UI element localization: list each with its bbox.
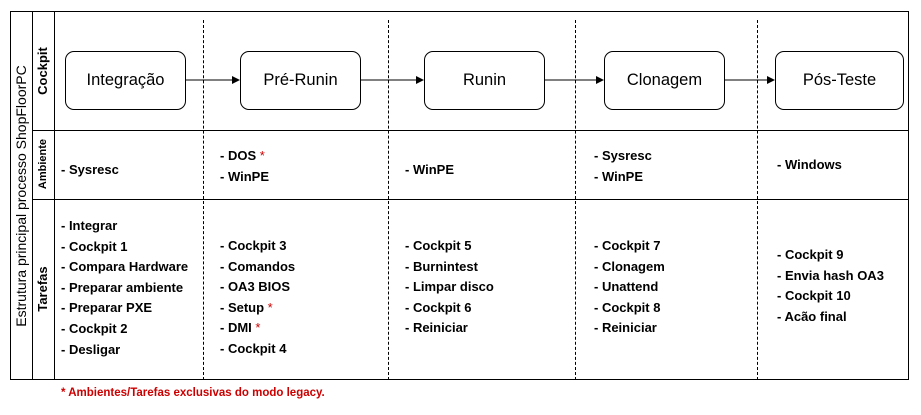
tarefa-item: - Acão final: [777, 308, 847, 324]
tarefa-item: - OA3 BIOS: [220, 279, 291, 295]
tarefa-item: - Preparar ambiente: [61, 279, 184, 295]
ambiente-list-clonagem: - Sysresc - WinPE: [594, 146, 652, 187]
tarefa-item: - Cockpit 4: [220, 340, 287, 356]
legacy-marker: *: [259, 148, 265, 163]
tarefas-list-pos-teste: - Cockpit 9 - Envia hash OA3 - Cockpit 1…: [777, 245, 884, 327]
tarefa-item: - Reiniciar: [594, 320, 657, 336]
tarefas-list-runin: - Cockpit 5 - Burnintest - Limpar disco …: [405, 236, 494, 339]
tarefas-list-integracao: - Integrar - Cockpit 1 - Compara Hardwar…: [61, 216, 188, 360]
row-label-divider: [54, 11, 55, 380]
tarefa-item: - Cockpit 7: [594, 238, 661, 253]
ambiente-item: - Sysresc: [61, 162, 119, 177]
ambiente-list-integracao: - Sysresc: [61, 160, 119, 181]
tarefa-item: - Cockpit 2: [61, 320, 128, 336]
legacy-footnote: * Ambientes/Tarefas exclusivas do modo l…: [61, 387, 325, 399]
tarefas-list-clonagem: - Cockpit 7 - Clonagem - Unattend - Cock…: [594, 236, 665, 339]
ambiente-item: - DOS *: [220, 148, 265, 163]
row-divider-ambiente: [32, 199, 909, 200]
tarefa-item: - Reiniciar: [405, 320, 468, 336]
stage-clonagem: Clonagem: [604, 51, 725, 110]
tarefa-item: - Unattend: [594, 279, 659, 295]
tarefa-item: - Cockpit 10: [777, 288, 851, 304]
tarefa-item: - Cockpit 8: [594, 299, 661, 315]
ambiente-item: - WinPE: [220, 168, 269, 184]
ambiente-item: - Sysresc: [594, 148, 652, 163]
tarefa-item: - Setup *: [220, 299, 273, 315]
tarefa-item: - Burnintest: [405, 258, 478, 274]
tarefa-item: - Limpar disco: [405, 279, 494, 295]
ambiente-list-pos-teste: - Windows: [777, 155, 842, 176]
ambiente-item: - WinPE: [405, 162, 454, 177]
column-separator: [757, 20, 758, 380]
diagram-frame: [10, 11, 909, 380]
ambiente-list-pre-runin: - DOS * - WinPE: [220, 146, 269, 187]
tarefa-item: - Integrar: [61, 218, 118, 233]
ambiente-list-runin: - WinPE: [405, 160, 454, 181]
tarefa-item: - Preparar PXE: [61, 300, 153, 316]
stage-runin: Runin: [424, 51, 545, 110]
legacy-marker: *: [255, 320, 261, 336]
column-separator: [203, 20, 204, 380]
stage-integracao: Integração: [65, 51, 186, 110]
tarefa-item: - Cockpit 1: [61, 238, 128, 254]
tarefa-item: - Cockpit 6: [405, 299, 472, 315]
tarefa-item: - Cockpit 3: [220, 238, 287, 253]
tarefa-item: - DMI *: [220, 320, 261, 336]
column-separator: [575, 20, 576, 380]
row-divider-cockpit: [32, 130, 909, 131]
tarefa-item: - Comandos: [220, 258, 296, 274]
tarefa-item: - Cockpit 5: [405, 238, 472, 253]
ambiente-item: - Windows: [777, 157, 842, 172]
tarefa-item: - Compara Hardware: [61, 259, 189, 275]
stage-pre-runin: Pré-Runin: [240, 51, 361, 110]
column-separator: [388, 20, 389, 380]
tarefa-item: - Clonagem: [594, 258, 665, 274]
outer-label-divider: [32, 11, 33, 380]
ambiente-item: - WinPE: [594, 168, 643, 184]
tarefas-list-pre-runin: - Cockpit 3 - Comandos - OA3 BIOS - Setu…: [220, 236, 295, 360]
stage-pos-teste: Pós-Teste: [775, 51, 904, 110]
tarefa-item: - Desligar: [61, 341, 121, 357]
tarefa-item: - Envia hash OA3: [777, 267, 884, 283]
tarefa-item: - Cockpit 9: [777, 247, 844, 262]
legacy-marker: *: [267, 299, 273, 315]
